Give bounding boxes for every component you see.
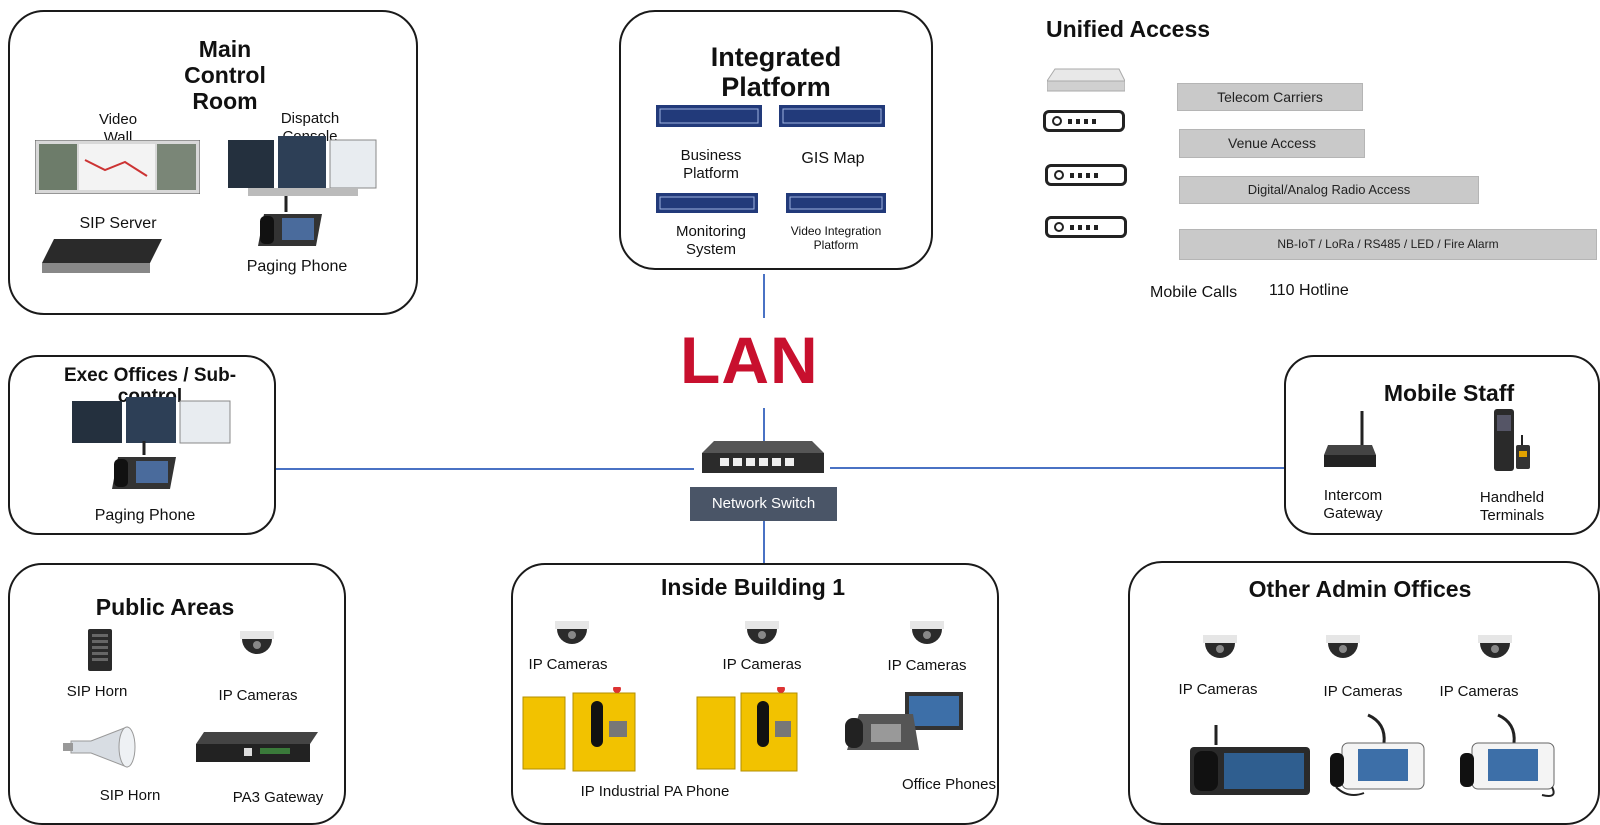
network-switch-icon [702,441,824,473]
intercom-gateway-icon [1324,411,1376,467]
gis-map-label: GIS Map [801,150,865,167]
ip-camera-icon-admin-1 [1203,635,1237,658]
server-rack-icon-1 [656,105,762,127]
modem-icon-1 [1043,110,1125,132]
server-rack-icon-4 [786,193,886,213]
mobile-staff-panel: Mobile Staff Intercom Gateway Handheld T… [1284,355,1600,535]
link-switch-mobile [830,467,1284,469]
sip-horn-label-1: SIP Horn [66,683,128,700]
industrial-pa-phone-icon-1 [522,687,636,772]
network-switch-label: Network Switch [690,487,837,521]
paging-phone-icon [258,196,322,246]
hotline-label: 110 Hotline [1269,282,1349,299]
business-platform-label: Business Platform [680,147,742,182]
telecom-carriers-bar: Telecom Carriers [1177,83,1363,111]
ip-camera-icon-building-2 [745,621,779,644]
access-gateway-icon [1047,68,1125,92]
ip-camera-icon-building-1 [555,621,589,644]
integrated-platform-title: Integrated Platform [710,42,842,103]
ip-camera-icon-admin-2 [1326,635,1360,658]
main-control-room-title: Main Control Room [184,36,266,114]
monitoring-system-label: Monitoring System [675,223,747,258]
paging-phone-label: Paging Phone [246,258,348,275]
sip-server-label: SIP Server [79,215,157,232]
sip-server-icon [42,239,162,273]
admin-desktop-console-icon-1 [1330,713,1425,796]
exec-paging-phone-icon [112,441,176,489]
office-phone-icon [845,692,963,750]
office-phones-label: Office Phones [902,776,996,793]
server-rack-icon-2 [779,105,885,127]
handheld-terminal-icon [1494,409,1530,471]
public-areas-panel: Public Areas SIP Horn IP Cameras SIP Hor… [8,563,346,825]
unified-access-title: Unified Access [1046,16,1211,42]
admin-desktop-console-icon-2 [1460,713,1555,797]
ip-cameras-label-building-3: IP Cameras [887,657,967,674]
lan-label: LAN [680,323,819,397]
ip-camera-icon-admin-3 [1478,635,1512,658]
exec-paging-phone-label: Paging Phone [94,507,196,524]
admin-paging-console-icon [1190,725,1310,795]
server-rack-icon-3 [656,193,758,213]
horn-speaker-icon [63,726,136,768]
intercom-gateway-label: Intercom Gateway [1323,487,1383,522]
main-control-room-panel: Main Control Room Video Wall Dispatch Co… [8,10,418,315]
link-exec-switch [276,468,694,470]
ip-cameras-label-building-1: IP Cameras [528,656,608,673]
sip-horn-panel-icon [88,629,112,671]
mobile-staff-title: Mobile Staff [1383,380,1515,406]
admin-offices-title: Other Admin Offices [1248,576,1472,602]
exec-offices-panel: Exec Offices / Sub- control Paging Phone [8,355,276,535]
admin-offices-panel: Other Admin Offices IP Cameras IP Camera… [1128,561,1600,825]
industrial-pa-phone-icon-2 [696,687,798,772]
ip-camera-icon-building-3 [910,621,944,644]
ip-cameras-label-admin-2: IP Cameras [1323,683,1403,700]
ip-cameras-label-public: IP Cameras [218,687,298,704]
pa3-gateway-icon [196,732,318,762]
mobile-calls-label: Mobile Calls [1150,284,1238,301]
iot-access-bar: NB-IoT / LoRa / RS485 / LED / Fire Alarm [1179,229,1597,260]
video-integration-label: Video Integration Platform [790,224,882,253]
ip-cameras-label-admin-1: IP Cameras [1178,681,1258,698]
link-lan-switch [763,408,765,448]
link-switch-building [763,521,765,567]
venue-access-bar: Venue Access [1179,129,1365,158]
sip-horn-label-2: SIP Horn [99,787,161,804]
ip-cameras-label-admin-3: IP Cameras [1439,683,1519,700]
modem-icon-3 [1045,216,1127,238]
integrated-platform-panel: Integrated Platform Business Platform GI… [619,10,933,270]
ip-cameras-label-building-2: IP Cameras [722,656,802,673]
dispatch-console-icon [228,136,377,196]
radio-access-bar: Digital/Analog Radio Access [1179,176,1479,204]
inside-building-title: Inside Building 1 [660,574,845,600]
inside-building-panel: Inside Building 1 IP Cameras IP Cameras … [511,563,999,825]
industrial-pa-phone-label: IP Industrial PA Phone [580,783,730,800]
ip-camera-icon-public [240,631,274,654]
exec-console-icon [72,397,231,444]
modem-icon-2 [1045,164,1127,186]
handheld-terminals-label: Handheld Terminals [1479,489,1545,524]
public-areas-title: Public Areas [95,594,235,620]
link-platform-switch [763,274,765,318]
pa3-gateway-label: PA3 Gateway [232,789,324,806]
video-wall-icon [35,140,200,194]
